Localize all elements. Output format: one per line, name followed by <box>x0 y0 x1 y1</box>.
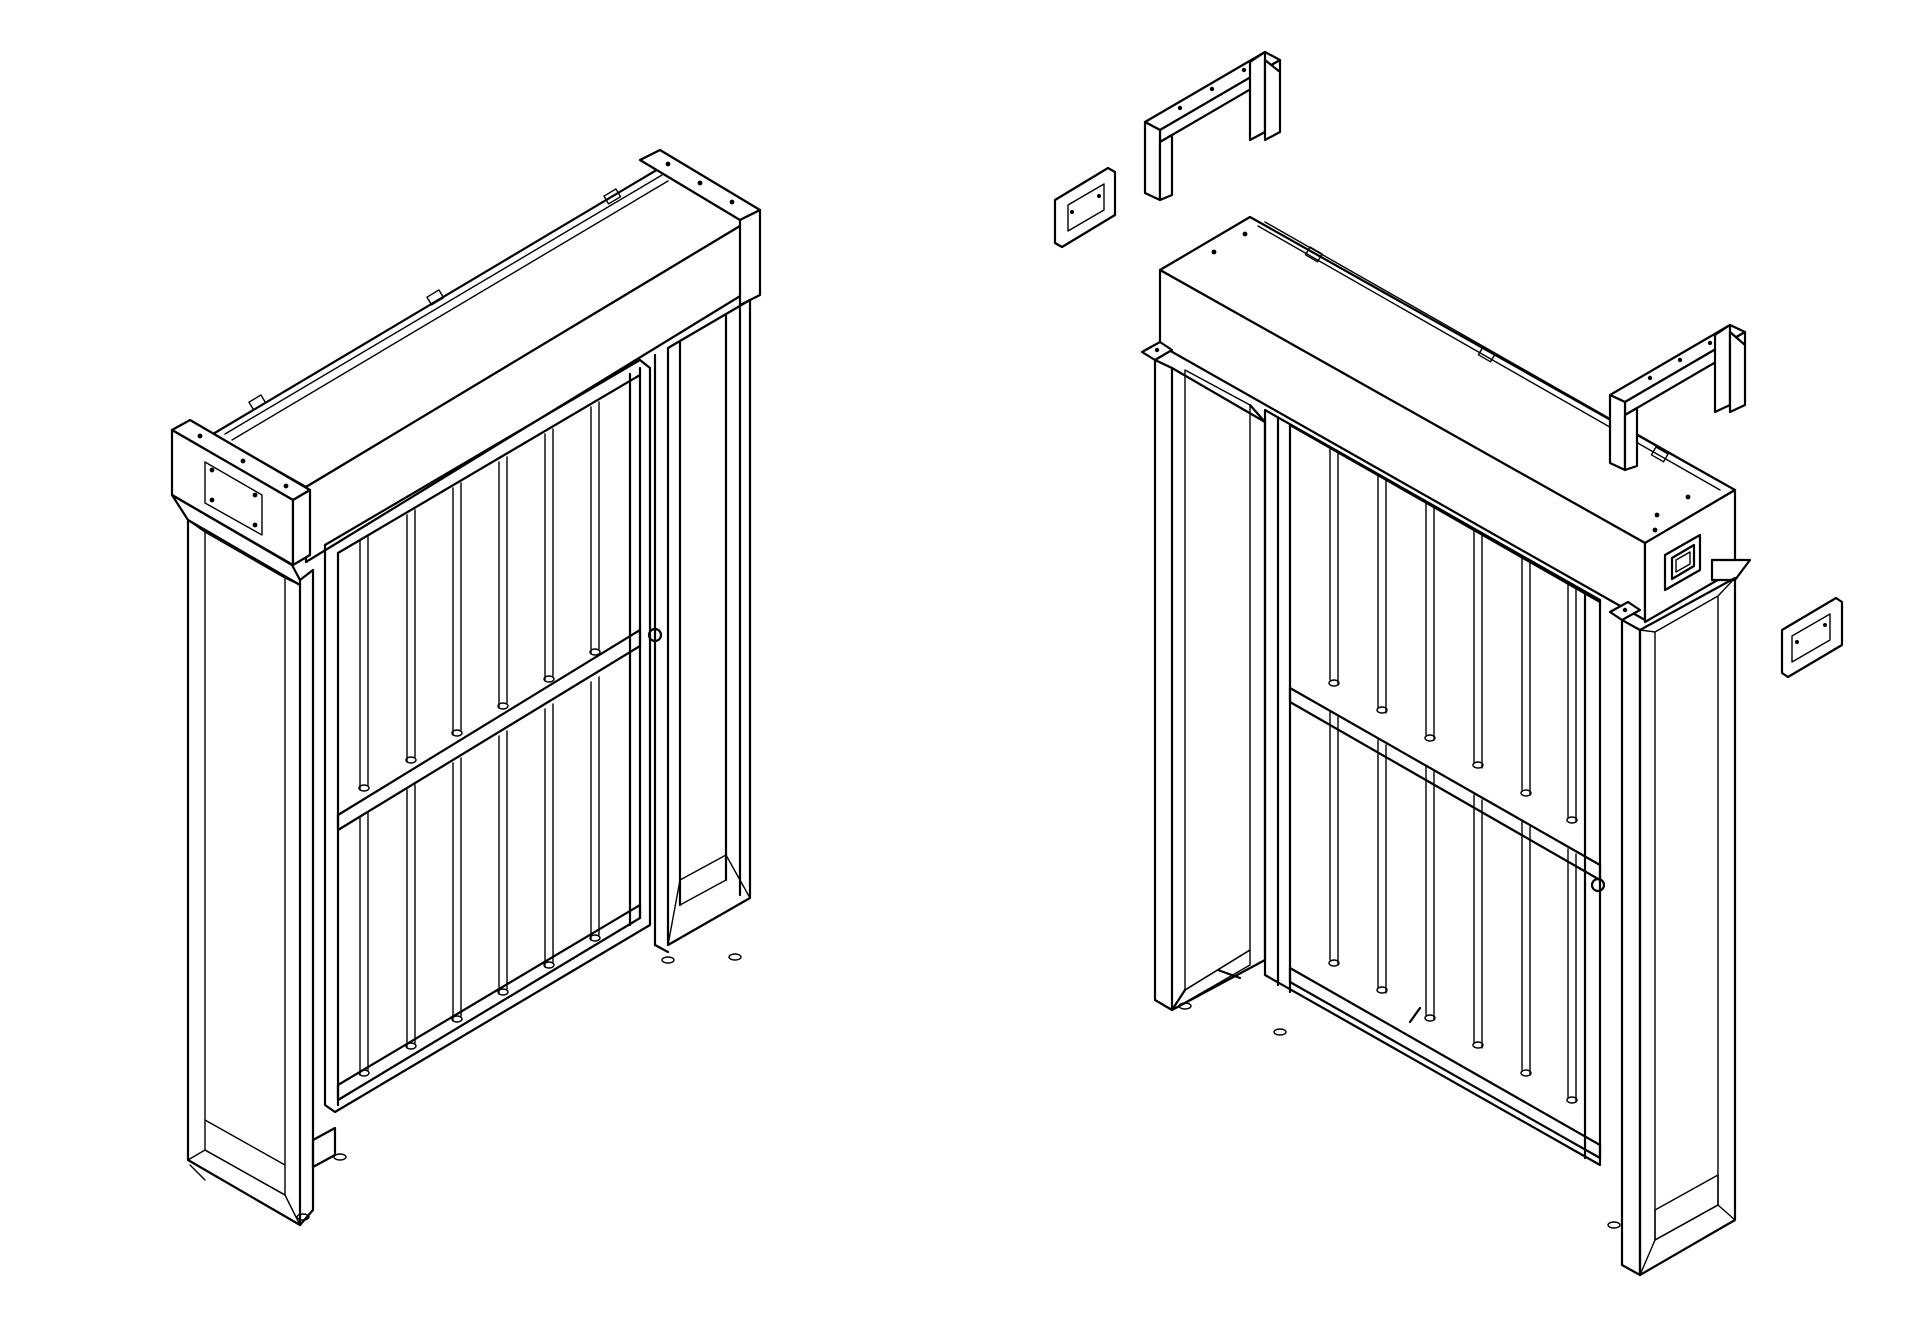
top-beam <box>211 166 752 564</box>
left-post <box>170 493 315 1227</box>
gate-bars-lower <box>1329 711 1577 1103</box>
gate-bar-caps <box>1328 679 1578 1104</box>
left-post <box>1140 340 1267 1012</box>
assembled-gate <box>170 148 762 1227</box>
right-post <box>638 148 762 954</box>
u-bracket-right <box>1608 323 1747 472</box>
gate-bars-lower <box>359 676 600 1076</box>
card-reader <box>1663 533 1702 592</box>
right-post <box>1273 558 1752 1277</box>
swing-gate <box>1263 408 1606 1167</box>
display-panel-left <box>1053 166 1117 249</box>
u-bracket-top <box>1143 50 1282 202</box>
top-beam <box>1158 215 1737 624</box>
gate-knob-icon <box>1590 877 1606 893</box>
exploded-gate <box>1053 50 1844 1277</box>
gate-bar-caps <box>358 648 601 1077</box>
gate-bars-upper <box>359 401 600 791</box>
display-panel-right <box>1780 596 1844 679</box>
swing-gate <box>323 358 663 1114</box>
foot-pads <box>296 953 742 1221</box>
gate-bars-upper <box>1329 447 1577 823</box>
gate-knob-icon <box>647 627 663 643</box>
